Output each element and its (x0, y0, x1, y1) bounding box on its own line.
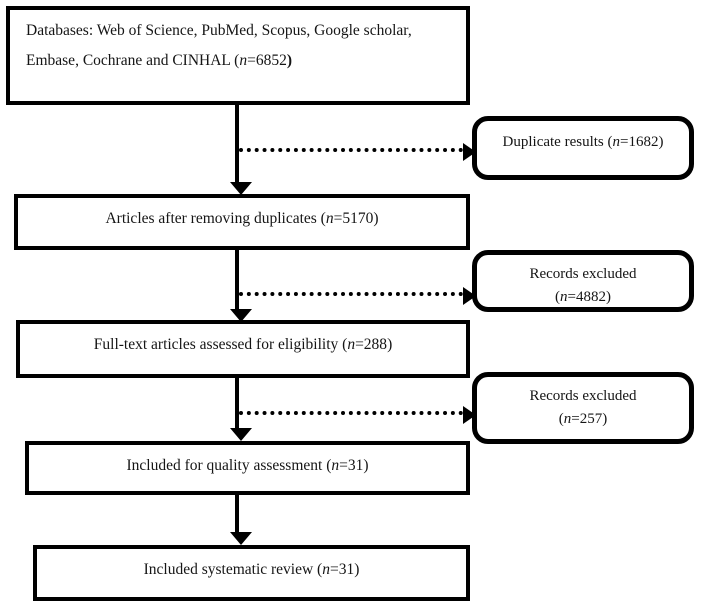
box-records-excluded-1-line2-prefix: ( (555, 288, 561, 305)
box-quality-assessment-count: =31 (339, 457, 364, 474)
box-records-excluded-1-count: =4882 (567, 288, 606, 305)
box-databases-count: =6852 (247, 52, 287, 70)
box-databases-line2-prefix: Embase, Cochrane and CINHAL ( (26, 52, 240, 70)
dotted-connector-1 (239, 143, 476, 161)
connector-arrow-1 (230, 105, 252, 195)
box-quality-assessment-prefix: Included for quality assessment ( (126, 457, 332, 474)
box-after-duplicates: Articles after removing duplicates (n=51… (14, 194, 470, 250)
box-records-excluded-2: Records excluded (n=257) (472, 372, 694, 444)
box-full-text-eligibility-closing: ) (387, 336, 393, 353)
dotted-connector-3 (239, 406, 476, 424)
box-duplicate-results-prefix: Duplicate results ( (502, 134, 613, 150)
box-records-excluded-2-closing: ) (602, 410, 608, 427)
box-systematic-review-closing: ) (354, 561, 360, 578)
box-after-duplicates-n-symbol: n (325, 210, 334, 227)
box-systematic-review-text: Included systematic review (n=31) (37, 549, 466, 585)
box-quality-assessment-n-symbol: n (331, 457, 340, 474)
box-duplicate-results: Duplicate results (n=1682) (472, 116, 694, 180)
box-quality-assessment-text: Included for quality assessment (n=31) (29, 445, 466, 481)
box-databases-text: Databases: Web of Science, PubMed, Scopu… (10, 10, 466, 76)
box-systematic-review: Included systematic review (n=31) (33, 545, 470, 601)
box-duplicate-results-text: Duplicate results (n=1682) (477, 121, 689, 154)
box-databases-n-symbol: n (239, 52, 248, 70)
dotted-connector-2 (239, 287, 476, 305)
box-databases: Databases: Web of Science, PubMed, Scopu… (6, 6, 470, 105)
box-records-excluded-1-line1: Records excluded (529, 266, 637, 282)
connector-arrow-4 (230, 495, 252, 545)
box-systematic-review-n-symbol: n (322, 561, 330, 578)
box-duplicate-results-closing: ) (658, 134, 664, 150)
box-full-text-eligibility-n-symbol: n (347, 336, 356, 353)
box-after-duplicates-prefix: Articles after removing duplicates ( (105, 210, 326, 227)
box-records-excluded-1: Records excluded (n=4882) (472, 250, 694, 312)
connector-arrow-2 (230, 250, 252, 322)
box-full-text-eligibility-text: Full-text articles assessed for eligibil… (20, 324, 466, 360)
box-full-text-eligibility-count: =288 (355, 336, 388, 353)
connector-arrow-3 (230, 378, 252, 441)
box-full-text-eligibility: Full-text articles assessed for eligibil… (16, 320, 470, 378)
box-after-duplicates-count: =5170 (333, 210, 374, 227)
box-databases-line1: Databases: Web of Science, PubMed, Scopu… (26, 22, 412, 39)
box-after-duplicates-text: Articles after removing duplicates (n=51… (18, 198, 466, 234)
box-records-excluded-1-text: Records excluded (n=4882) (477, 255, 689, 308)
box-duplicate-results-count: =1682 (620, 134, 659, 150)
box-quality-assessment: Included for quality assessment (n=31) (25, 441, 470, 495)
box-records-excluded-1-closing: ) (605, 288, 611, 305)
box-after-duplicates-closing: ) (373, 210, 379, 227)
box-systematic-review-prefix: Included systematic review ( (143, 561, 323, 578)
box-records-excluded-2-count: =257 (571, 410, 603, 427)
box-records-excluded-2-n-symbol: n (563, 410, 572, 427)
box-records-excluded-1-n-symbol: n (560, 288, 568, 305)
box-full-text-eligibility-prefix: Full-text articles assessed for eligibil… (93, 336, 348, 353)
box-systematic-review-count: =31 (329, 561, 355, 578)
box-quality-assessment-closing: ) (363, 457, 369, 474)
box-records-excluded-2-line2-prefix: ( (558, 410, 564, 427)
box-duplicate-results-n-symbol: n (612, 134, 621, 150)
box-records-excluded-2-line1: Records excluded (529, 388, 637, 404)
box-databases-closing: ) (286, 52, 293, 70)
box-records-excluded-2-text: Records excluded (n=257) (477, 377, 689, 430)
